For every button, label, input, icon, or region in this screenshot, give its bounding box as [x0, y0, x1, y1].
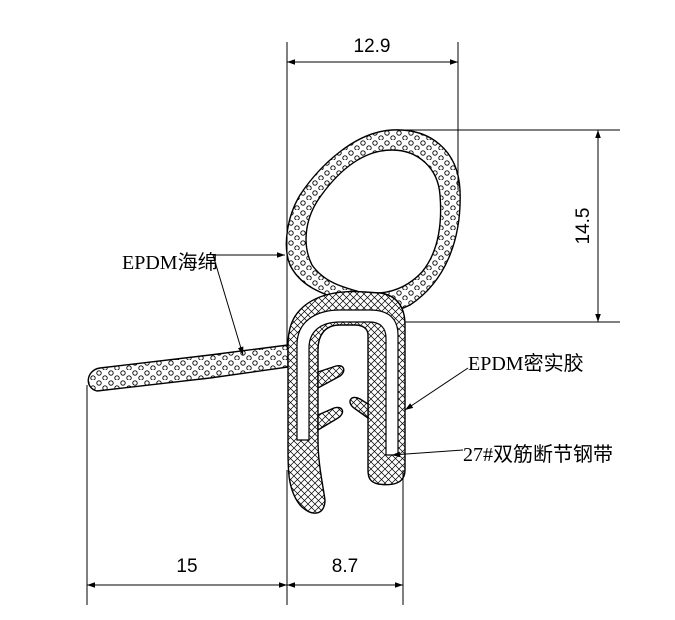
dimension-top-width-label: 12.9 [354, 36, 391, 57]
dimension-top-width: 12.9 [286, 36, 459, 345]
callout-steel: 27#双筋断节钢带 [391, 443, 613, 466]
label-solid: EPDM密实胶 [468, 352, 584, 375]
sponge-lip [87, 344, 289, 392]
label-steel: 27#双筋断节钢带 [463, 443, 613, 466]
dimension-bottom-widths: 15 8.7 [86, 385, 404, 605]
dimension-bottom-left-label: 15 [176, 556, 197, 577]
callout-sponge: EPDM海绵 [122, 251, 285, 356]
dimension-right-height-label: 14.5 [573, 208, 594, 245]
dimension-right-height: 14.5 [392, 129, 620, 323]
solid-epdm-body [287, 290, 406, 514]
dimension-bottom-right-label: 8.7 [332, 556, 358, 577]
callout-solid: EPDM密实胶 [404, 352, 584, 411]
sponge-bulb [285, 129, 461, 313]
label-sponge: EPDM海绵 [122, 251, 218, 274]
